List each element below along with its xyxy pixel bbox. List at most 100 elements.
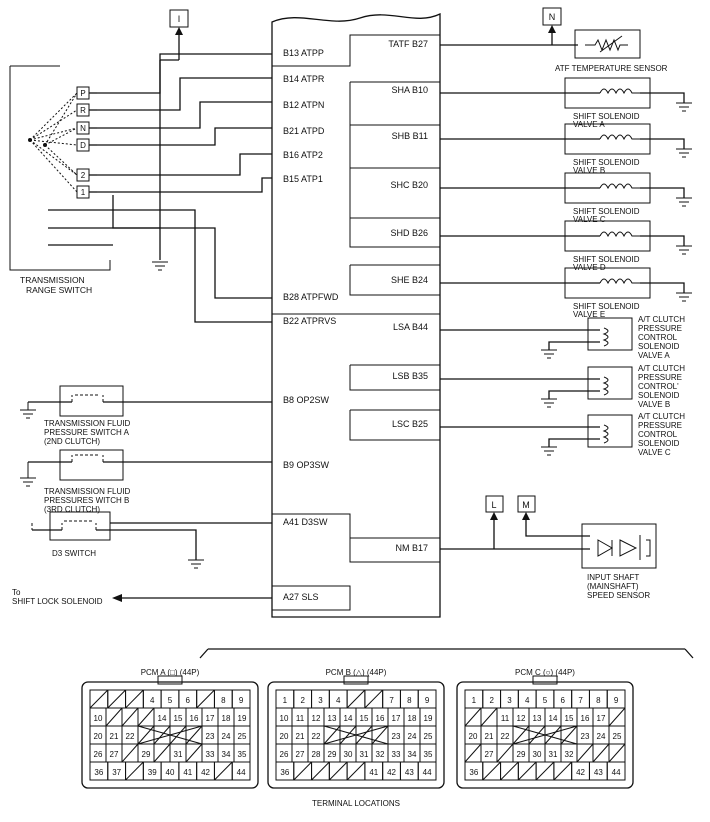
range-position-D: D [76, 138, 97, 152]
range-switch-label-1: TRANSMISSION [20, 275, 85, 285]
pin-a27: A27 SLS [283, 592, 319, 602]
svg-text:To: To [12, 588, 21, 597]
svg-text:INPUT SHAFT: INPUT SHAFT [587, 573, 639, 582]
range-switch-label-2: RANGE SWITCH [26, 285, 92, 295]
terminal-pin: 37 [112, 768, 121, 777]
svg-text:D: D [80, 141, 86, 150]
terminal-pin: 7 [578, 696, 583, 705]
terminal-pin: 14 [344, 714, 353, 723]
pin-b17: NM B17 [395, 543, 428, 553]
pcm-left-pins: B13 ATPP B14 ATPR B12 ATPN B21 ATPD B16 … [283, 48, 339, 602]
svg-text:R: R [80, 106, 86, 115]
terminal-pin: 4 [150, 696, 155, 705]
svg-text:ATF TEMPERATURE SENSOR: ATF TEMPERATURE SENSOR [555, 64, 668, 73]
terminal-pin: 44 [612, 768, 621, 777]
terminal-pin: 13 [533, 714, 542, 723]
svg-text:(MAINSHAFT): (MAINSHAFT) [587, 582, 639, 591]
svg-text:SHIFT SOLENOID: SHIFT SOLENOID [573, 302, 640, 311]
svg-text:M: M [522, 500, 530, 510]
terminal-pin: 30 [344, 750, 353, 759]
terminal-pin: 17 [597, 714, 606, 723]
fluid-pressure-switch-b: TRANSMISSION FLUID PRESSURES WITCH B (3R… [20, 449, 272, 514]
terminal-pin: 2 [489, 696, 494, 705]
terminal-pin: 30 [533, 750, 542, 759]
connector-n: N [542, 7, 562, 33]
terminal-pin: 34 [408, 750, 417, 759]
pin-b14: B14 ATPR [283, 74, 325, 84]
pcm-c-label: PCM C (○) (44P) [515, 668, 575, 677]
terminal-pin: 22 [312, 732, 321, 741]
svg-text:CONTROL: CONTROL [638, 430, 678, 439]
terminal-pin: 21 [110, 732, 119, 741]
svg-text:1: 1 [81, 188, 86, 197]
svg-text:TRANSMISSION FLUID: TRANSMISSION FLUID [44, 419, 130, 428]
terminal-pin: 21 [296, 732, 305, 741]
svg-text:CONTROL: CONTROL [638, 333, 678, 342]
terminal-pin: 25 [238, 732, 247, 741]
pin-b28: B28 ATPFWD [283, 292, 339, 302]
terminal-pin: 44 [237, 768, 246, 777]
terminal-pin: 9 [425, 696, 430, 705]
terminal-pin: 14 [549, 714, 558, 723]
terminal-pin: 34 [222, 750, 231, 759]
terminal-pin: 35 [238, 750, 247, 759]
pcm-b-label: PCM B (△) (44P) [326, 668, 387, 677]
terminal-pin: 13 [328, 714, 337, 723]
terminal-pin: 24 [597, 732, 606, 741]
svg-text:SHIFT SOLENOID: SHIFT SOLENOID [573, 112, 640, 121]
terminal-pin: 24 [222, 732, 231, 741]
terminal-pin: 9 [239, 696, 244, 705]
pin-b25: LSC B25 [392, 419, 428, 429]
connector-i: I [169, 9, 189, 35]
range-position-P: P [76, 86, 97, 100]
terminal-pin: 36 [94, 768, 103, 777]
terminal-pin: 43 [594, 768, 603, 777]
svg-text:SPEED SENSOR: SPEED SENSOR [587, 591, 650, 600]
terminal-pin: 19 [238, 714, 247, 723]
terminal-pin: 26 [280, 750, 289, 759]
terminal-pin: 31 [549, 750, 558, 759]
terminal-pin: 31 [360, 750, 369, 759]
pin-b12: B12 ATPN [283, 100, 324, 110]
svg-text:SHIFT SOLENOID: SHIFT SOLENOID [573, 255, 640, 264]
terminal-pin: 36 [280, 768, 289, 777]
terminal-pin: 16 [376, 714, 385, 723]
terminal-pin: 40 [166, 768, 175, 777]
svg-text:(3RD CLUTCH): (3RD CLUTCH) [44, 505, 100, 514]
svg-text:PRESSURE: PRESSURE [638, 373, 682, 382]
terminal-pin: 35 [424, 750, 433, 759]
range-position-1: 1 [76, 185, 97, 199]
terminal-pin: 16 [190, 714, 199, 723]
svg-text:VALVE E: VALVE E [573, 310, 605, 319]
pin-b13: B13 ATPP [283, 48, 324, 58]
terminal-pin: 27 [485, 750, 494, 759]
pcm-a-label: PCM A (□) (44P) [141, 668, 200, 677]
pin-b8: B8 OP2SW [283, 395, 330, 405]
terminal-pin: 15 [360, 714, 369, 723]
terminal-pin: 20 [94, 732, 103, 741]
pin-b44: LSA B44 [393, 322, 428, 332]
terminal-pin: 11 [296, 714, 305, 723]
terminal-pin: 29 [328, 750, 337, 759]
terminal-pin: 5 [543, 696, 548, 705]
pin-b20: SHC B20 [390, 180, 428, 190]
shift-lock-output: To SHIFT LOCK SOLENOID [12, 588, 272, 606]
pin-b11: SHB B11 [392, 131, 428, 141]
atf-temperature-sensor: ATF TEMPERATURE SENSOR [440, 29, 668, 73]
terminal-pin: 10 [280, 714, 289, 723]
terminal-pin: 44 [423, 768, 432, 777]
range-position-R: R [76, 103, 97, 117]
terminal-pin: 17 [392, 714, 401, 723]
terminal-pin: 15 [565, 714, 574, 723]
terminal-locations: TERMINAL LOCATIONS PCM A (□) (44P) PCM B… [81, 648, 694, 808]
range-position-N: N [76, 121, 97, 135]
svg-text:VALVE C: VALVE C [638, 448, 671, 457]
pin-b35: LSB B35 [392, 371, 428, 381]
terminal-pin: 42 [576, 768, 585, 777]
